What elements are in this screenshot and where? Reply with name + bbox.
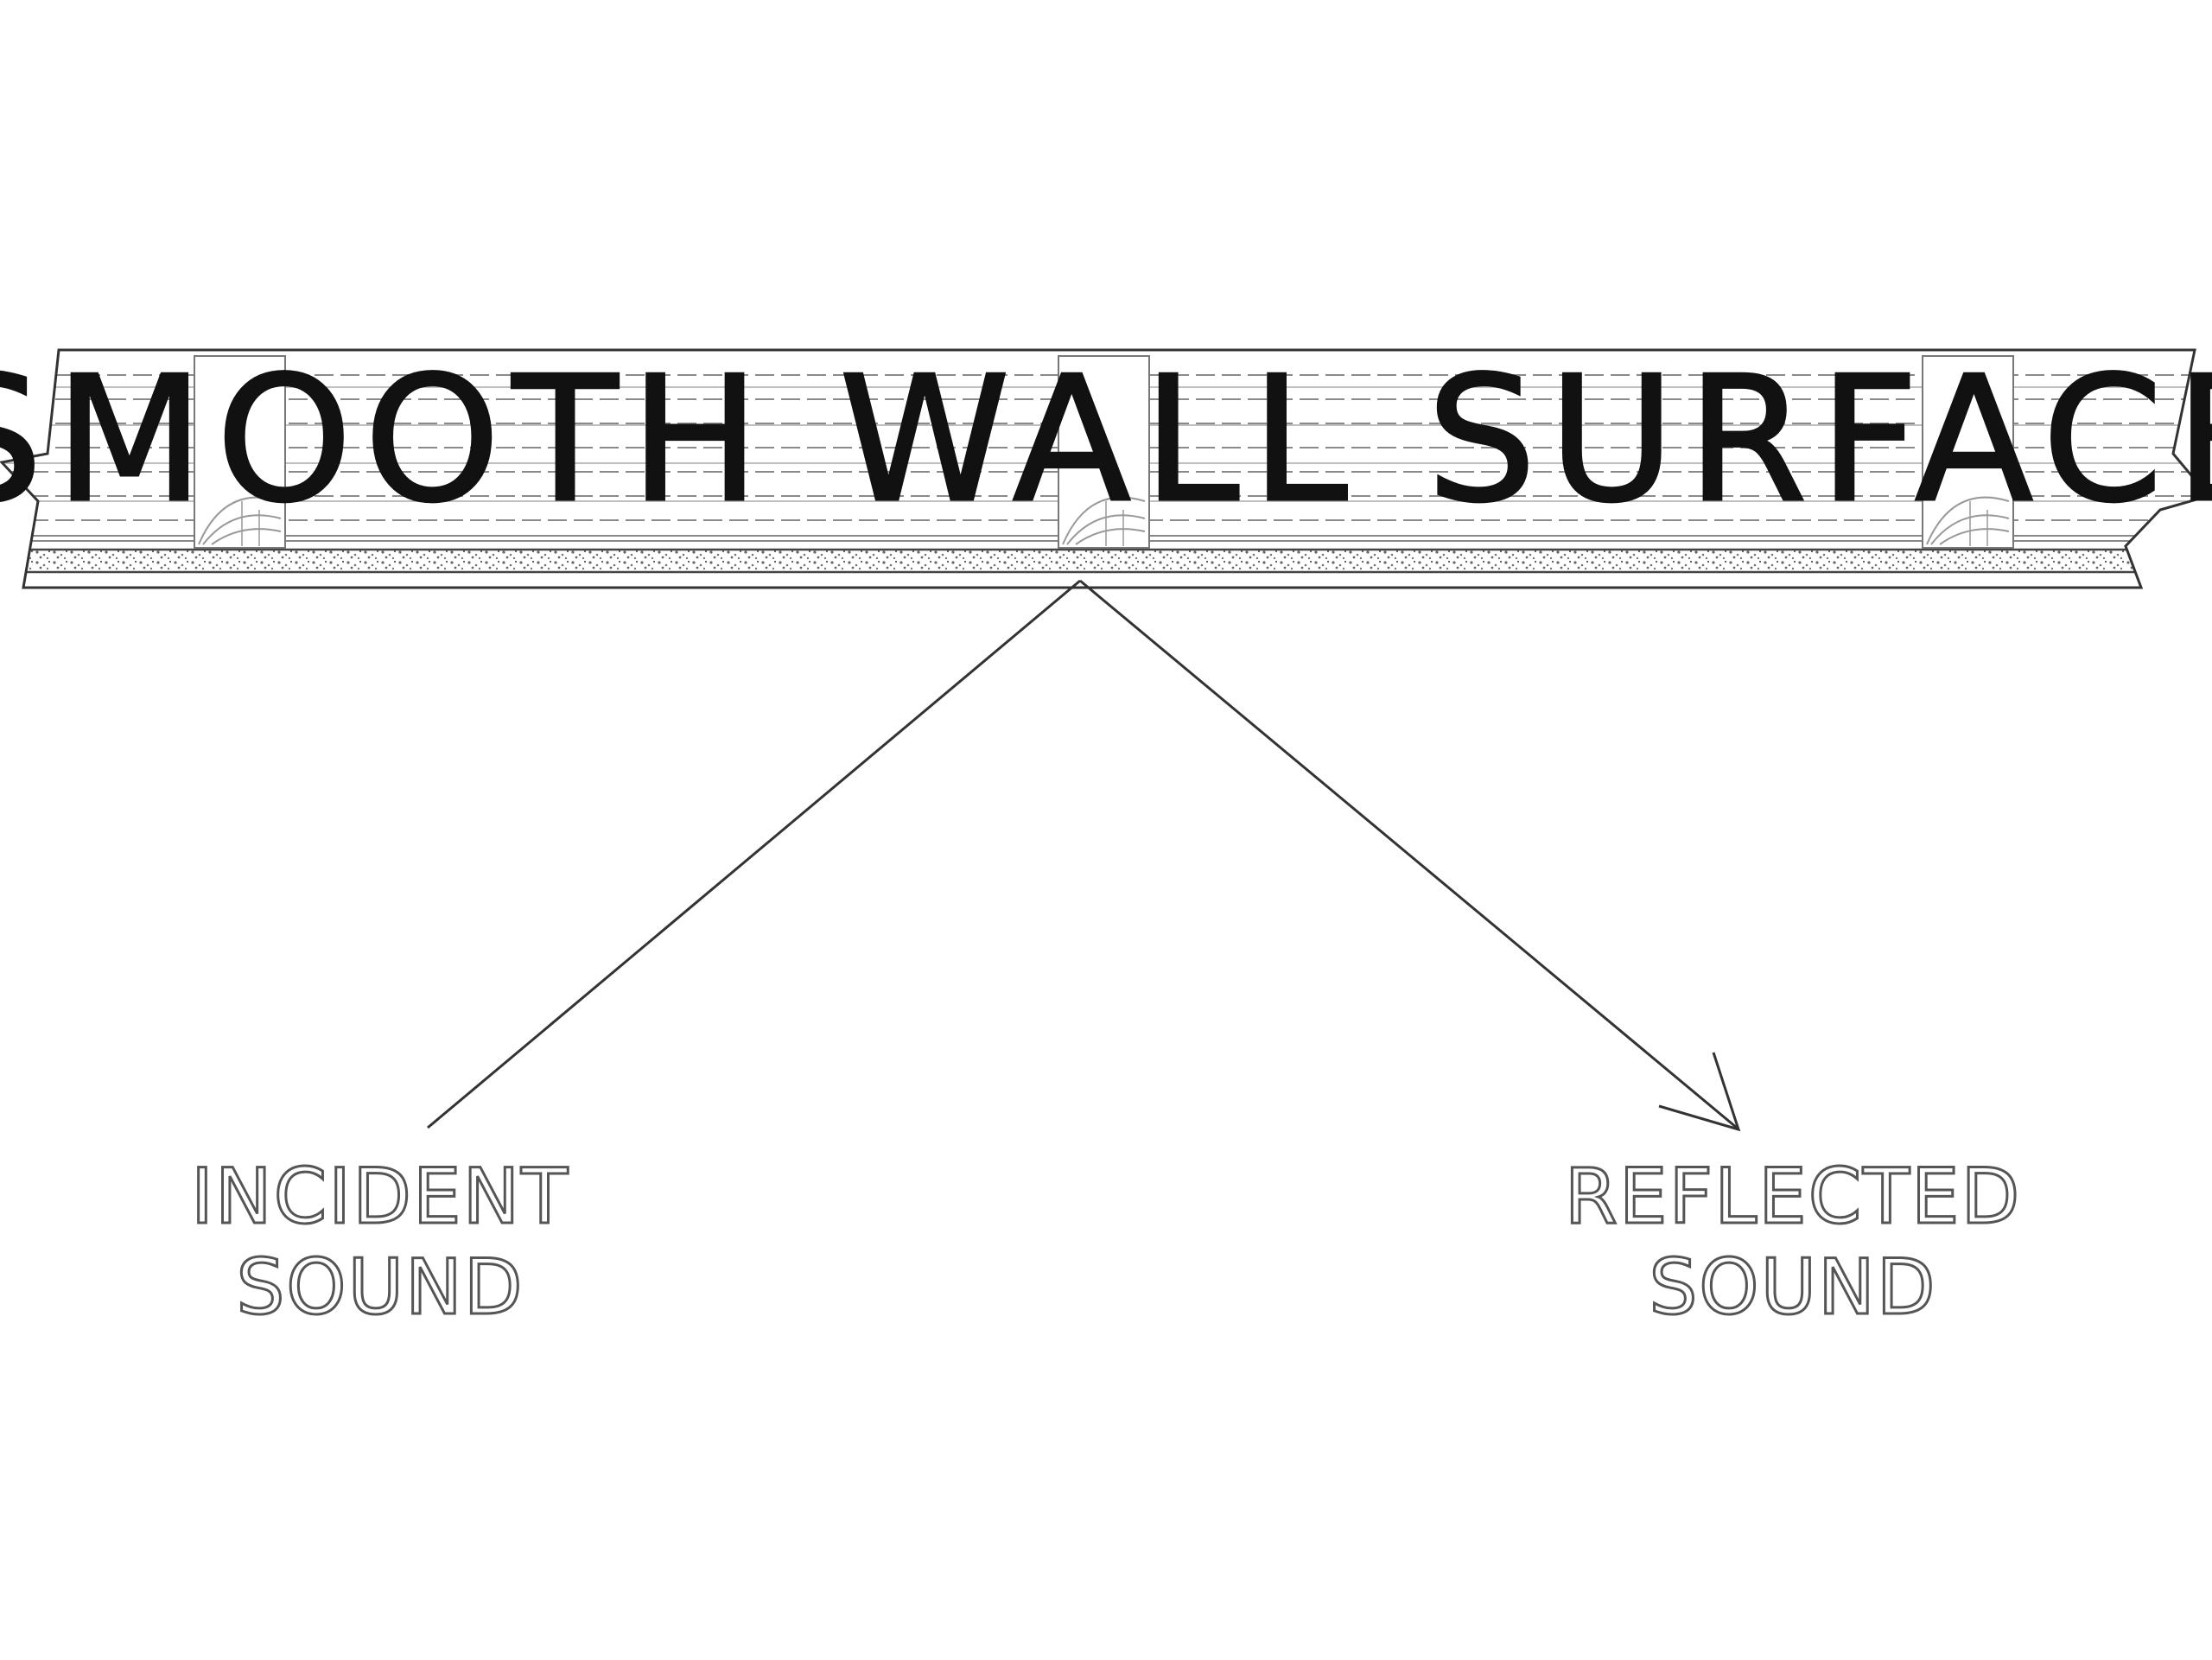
- reflected-label: REFLECTED SOUND: [1563, 1151, 2022, 1333]
- reflected-ray: [1079, 579, 1738, 1129]
- incident-label: INCIDENT SOUND: [189, 1151, 569, 1333]
- incident-label-line2: SOUND: [236, 1243, 524, 1332]
- incident-label-line1: INCIDENT: [191, 1152, 569, 1241]
- stud-center: [1058, 355, 1150, 549]
- arrowhead-icon: [1658, 1052, 1741, 1132]
- reflected-label-line1: REFLECTED: [1565, 1152, 2022, 1241]
- wall-section: [0, 348, 2211, 589]
- stud-left: [194, 355, 286, 549]
- stud-right: [1922, 355, 2014, 549]
- sound-rays: [427, 579, 1741, 1132]
- wall-outline: [0, 348, 2211, 589]
- wall-title: SMOOTH WALL SURFACE: [0, 340, 2212, 541]
- reflected-label-line2: SOUND: [1649, 1243, 1936, 1332]
- incident-ray: [427, 579, 1081, 1129]
